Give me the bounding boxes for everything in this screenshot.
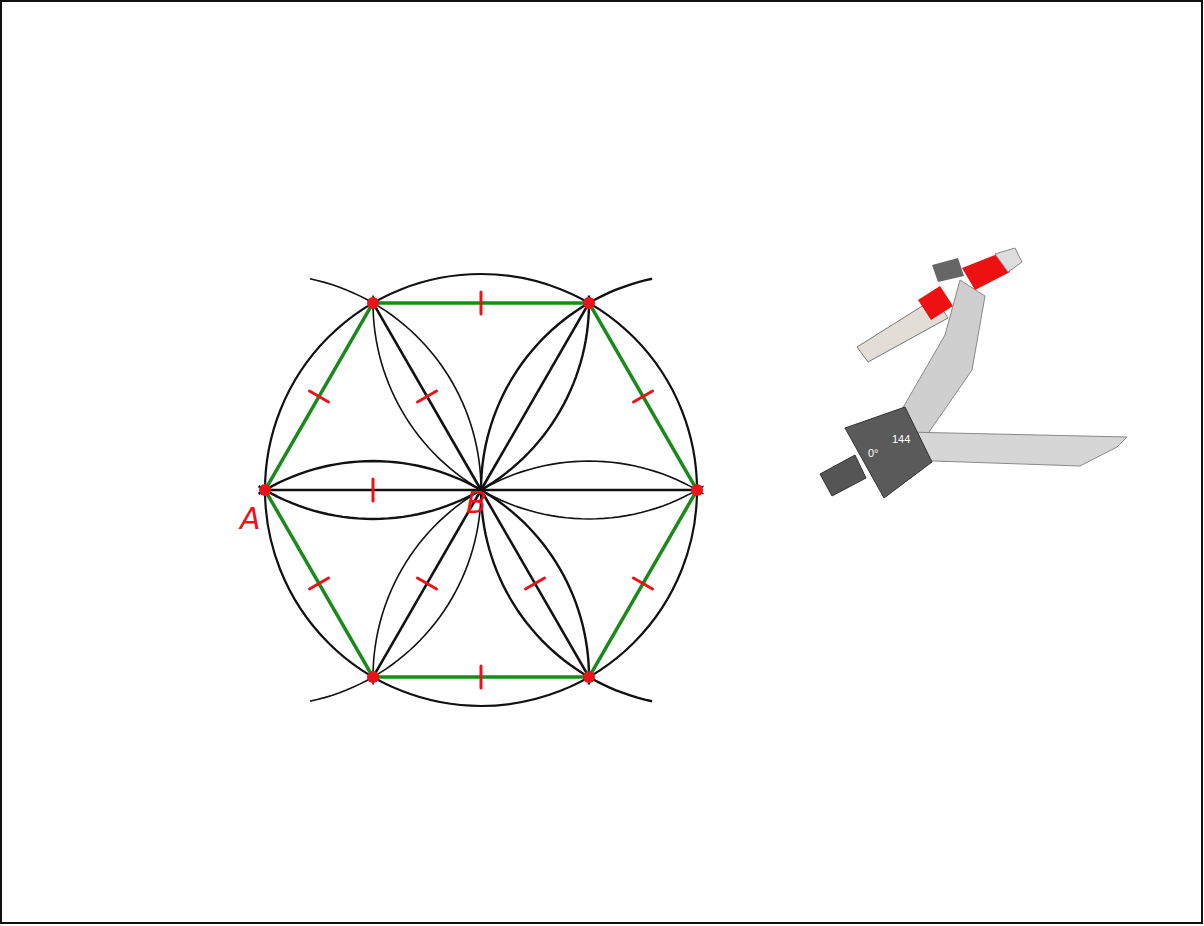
dial-reading: 0° <box>868 448 879 459</box>
vertex-dot <box>367 297 379 309</box>
radius-line <box>481 490 589 677</box>
equal-tick <box>309 391 328 402</box>
equal-tick <box>417 391 436 402</box>
hinge-head <box>845 407 932 498</box>
radius-line <box>373 490 481 677</box>
radius-line <box>373 303 481 490</box>
vertex-dot <box>259 484 271 496</box>
vertex-dot <box>367 671 379 683</box>
lead-tip <box>995 248 1022 272</box>
equal-tick <box>633 578 652 589</box>
equal-tick <box>480 292 483 314</box>
pencil-clamp <box>918 286 953 320</box>
vertex-dot <box>583 671 595 683</box>
compass-leg <box>905 432 1127 466</box>
vertex-dot <box>583 297 595 309</box>
equal-tick <box>525 578 544 589</box>
point-label: A <box>240 504 261 534</box>
equal-tick <box>417 578 436 589</box>
construction-arc <box>373 295 703 519</box>
construction-arc <box>373 461 703 685</box>
compass-tool <box>820 248 1127 498</box>
equal-tick <box>309 578 328 589</box>
equal-tick <box>633 391 652 402</box>
vertex-dot <box>691 484 703 496</box>
hexagon <box>265 303 697 677</box>
dial-reading: 144 <box>892 434 910 445</box>
construction-arc <box>259 295 589 519</box>
circumcircle <box>265 274 697 706</box>
construction-arc <box>259 461 589 685</box>
arm-knob <box>932 258 964 282</box>
point-label: B <box>466 488 487 518</box>
hexagon-construction <box>259 274 704 706</box>
radius-line <box>481 303 589 490</box>
radius-line <box>481 489 697 492</box>
equal-tick <box>372 479 375 501</box>
hinge-handle <box>820 455 866 496</box>
equal-tick <box>480 666 483 688</box>
